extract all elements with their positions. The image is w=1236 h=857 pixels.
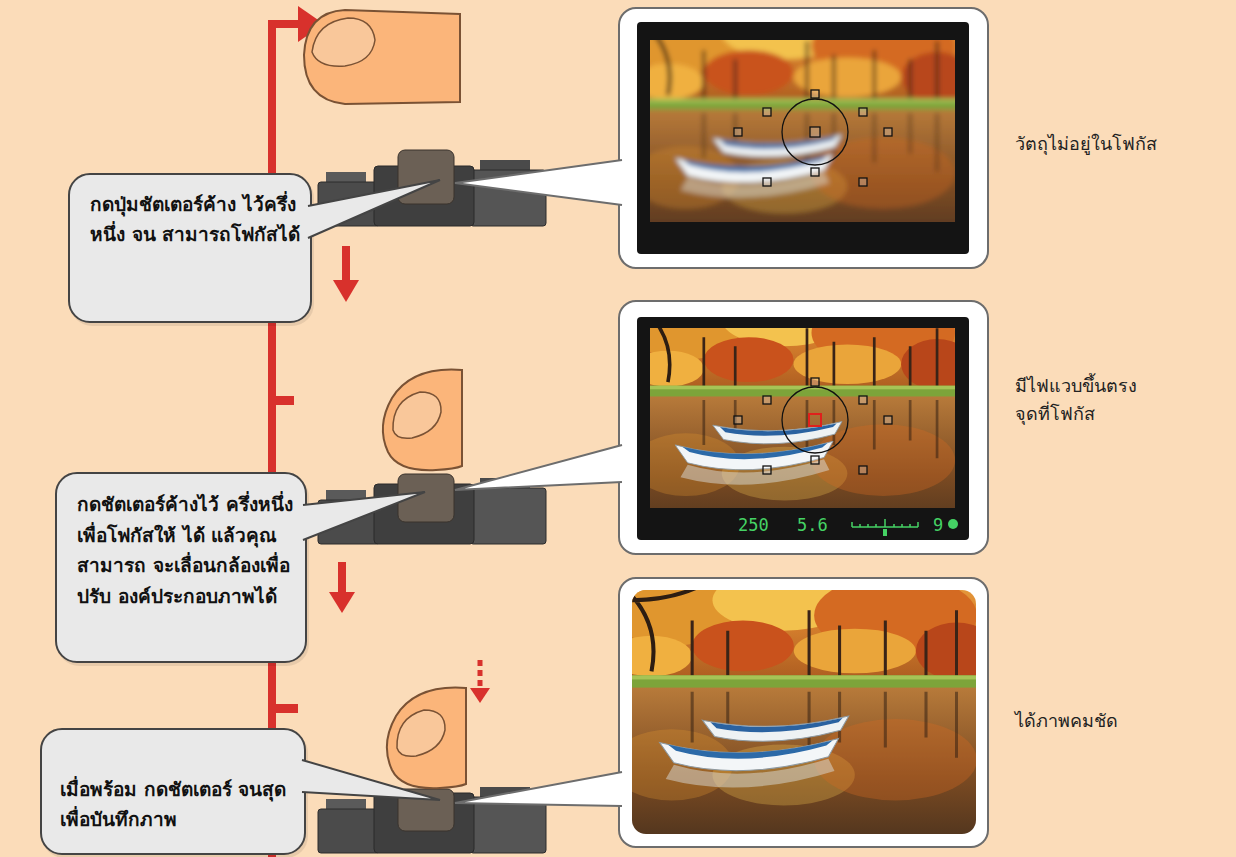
af-point <box>810 127 820 137</box>
sharp-photo <box>614 274 991 557</box>
instruction-callout: เมื่อพร้อม กดชัตเตอร์ จนสุดเพื่อบันทึกภา… <box>40 728 306 855</box>
result-note: มีไฟแวบขึ้นตรง จุดที่โฟกัส <box>1015 372 1165 428</box>
camera-part <box>470 170 546 226</box>
af-point <box>811 456 819 464</box>
viewfinder-panel: วัตถุไม่อยู่ในโฟกัส <box>618 7 989 269</box>
scale-indicator <box>883 529 887 536</box>
scale-line <box>852 526 918 528</box>
af-point <box>763 108 771 116</box>
af-circle <box>782 99 848 165</box>
instruction-callout: กดชัตเตอร์ค้างไว้ ครึ่งหนึ่งเพื่อโฟกัสให… <box>55 472 307 663</box>
viewfinder-photo <box>614 274 991 557</box>
af-point <box>859 466 867 474</box>
arrow-shaft <box>342 246 350 282</box>
af-circle <box>782 387 848 453</box>
af-point <box>859 178 867 186</box>
instruction-callout: กดปุ่มชัตเตอร์ค้าง ไว้ครึ่งหนึ่ง จน สามา… <box>68 173 312 323</box>
finger-nail <box>397 710 445 756</box>
final-photo <box>632 590 976 834</box>
press-arrow <box>470 660 490 703</box>
instruction-text: กดชัตเตอร์ค้างไว้ ครึ่งหนึ่งเพื่อโฟกัสให… <box>77 489 303 611</box>
result-note: วัตถุไม่อยู่ในโฟกัส <box>1015 130 1235 158</box>
instruction-text: เมื่อพร้อม กดชัตเตอร์ จนสุดเพื่อบันทึกภา… <box>60 774 292 834</box>
af-point <box>763 466 771 474</box>
callout-tail <box>303 492 425 540</box>
af-points <box>734 378 892 474</box>
arrow-shaft <box>338 562 346 594</box>
panel-tail <box>455 160 622 205</box>
panel-tail <box>455 445 622 490</box>
af-point <box>811 90 819 98</box>
viewfinder-photo <box>614 0 991 271</box>
af-point <box>811 378 819 386</box>
finger-shape <box>387 688 466 789</box>
active-af-point <box>809 414 821 426</box>
shutter-button <box>398 789 454 831</box>
scale-ticks <box>852 519 918 527</box>
af-point <box>884 416 892 424</box>
shutter-button <box>398 150 454 204</box>
sharp-photo <box>632 590 976 834</box>
shots-remaining-readout: 9 <box>933 515 943 535</box>
camera-top <box>318 787 546 853</box>
finger <box>304 10 460 104</box>
viewfinder-frame <box>637 317 969 540</box>
camera-part <box>470 488 546 544</box>
camera-part <box>318 500 380 544</box>
viewfinder-panel: มีไฟแวบขึ้นตรง จุดที่โฟกัส2505.69 <box>618 300 989 555</box>
focus-confirm-dot <box>948 519 958 529</box>
viewfinder-panel: ได้ภาพคมชัด <box>618 577 989 848</box>
step-arrow <box>333 246 359 302</box>
af-point <box>763 178 771 186</box>
finger-nail <box>393 392 441 438</box>
instruction-text: กดปุ่มชัตเตอร์ค้าง ไว้ครึ่งหนึ่ง จน สามา… <box>90 189 302 249</box>
exposure-scale <box>852 519 918 536</box>
camera-part <box>470 797 546 853</box>
af-point <box>734 416 742 424</box>
shutter-button <box>398 474 454 522</box>
callout-tail <box>308 180 440 238</box>
af-point <box>763 396 771 404</box>
af-point <box>859 108 867 116</box>
arrow-shaft <box>478 660 483 690</box>
viewfinder-frame <box>637 22 969 254</box>
result-note: ได้ภาพคมชัด <box>1015 707 1235 735</box>
camera-top <box>318 150 546 226</box>
loop-stub <box>268 396 294 405</box>
callout-tail <box>302 760 440 800</box>
af-point <box>811 168 819 176</box>
finger <box>387 688 466 789</box>
af-point <box>734 128 742 136</box>
arrow-head <box>329 592 355 613</box>
shutter-speed-readout: 250 <box>738 515 769 535</box>
finger-nail <box>312 18 375 66</box>
arrow-head <box>333 280 359 302</box>
blurred-photo <box>614 0 991 271</box>
step-arrow <box>329 562 355 613</box>
finger-shape <box>383 370 462 471</box>
af-point <box>884 128 892 136</box>
loop-stub <box>268 704 298 713</box>
af-point <box>859 396 867 404</box>
finger <box>383 370 462 471</box>
camera-top <box>318 474 546 544</box>
panel-tail <box>455 772 622 806</box>
final-photo-frame <box>632 590 976 834</box>
finger-shape <box>304 10 460 104</box>
camera-part <box>318 809 380 853</box>
arrow-head <box>470 688 490 703</box>
af-points <box>734 90 892 186</box>
camera-part <box>318 182 380 226</box>
aperture-readout: 5.6 <box>797 515 828 535</box>
